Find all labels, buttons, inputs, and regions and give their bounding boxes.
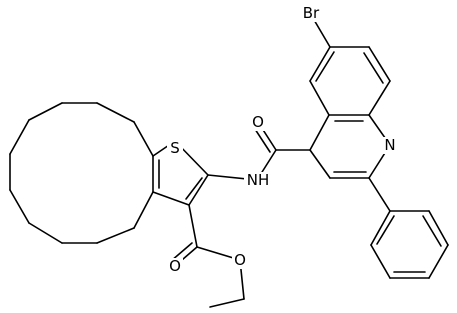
amide-oxygen-label: O bbox=[252, 113, 264, 131]
sulfur-label: S bbox=[170, 139, 180, 157]
atom-labels: Br S N NH O O O bbox=[167, 4, 398, 275]
cyclododecane-ring bbox=[9, 102, 154, 244]
amide-nh-label: NH bbox=[247, 171, 270, 189]
phenyl-ring bbox=[368, 177, 449, 279]
ester-carbonyl-oxygen-label: O bbox=[169, 257, 181, 275]
bromine-label: Br bbox=[303, 4, 320, 22]
ester-ether-oxygen-label: O bbox=[234, 251, 246, 269]
quinoline-nitrogen-label: N bbox=[384, 136, 395, 154]
quinoline-benzo-ring bbox=[309, 12, 391, 116]
quinoline-pyridine-ring bbox=[309, 114, 391, 179]
